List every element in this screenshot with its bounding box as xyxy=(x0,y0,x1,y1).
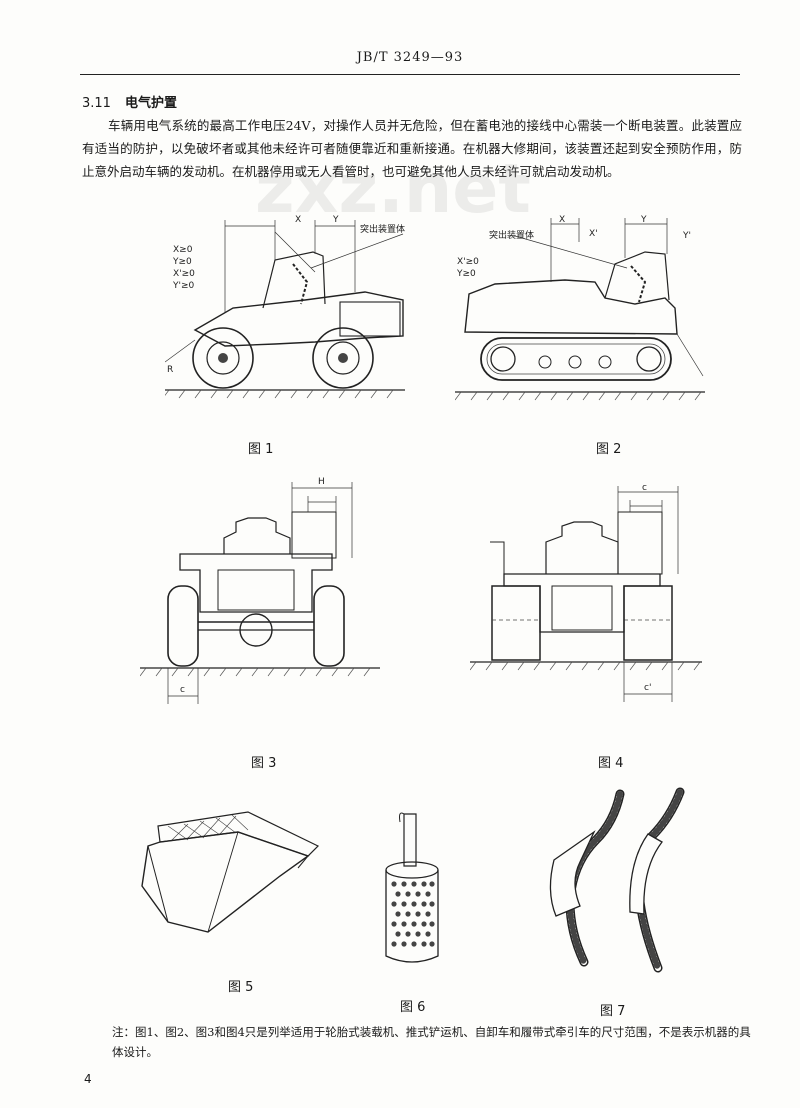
fig4-dim-c: c xyxy=(642,483,647,493)
figure-2-caption: 图 2 xyxy=(596,442,622,457)
watermark: zxz.net xyxy=(255,150,531,229)
figure-5-caption: 图 5 xyxy=(228,980,254,995)
figure-4-caption: 图 4 xyxy=(598,756,624,771)
fig2-dim-y-prime: Y' xyxy=(682,231,691,241)
fig2-dim-x: X xyxy=(559,215,565,225)
figure-3: H c xyxy=(140,472,380,712)
fig1-cond-1: X≥0 xyxy=(173,245,193,255)
fig1-dim-y: Y xyxy=(332,215,339,225)
figure-5 xyxy=(128,806,328,956)
figure-2: X Y X' Y' 突出装置体 X'≥0 Y≥0 xyxy=(455,212,705,412)
fig1-cond-4: Y'≥0 xyxy=(172,281,195,291)
fig1-dim-x: X xyxy=(295,215,301,225)
figure-1: X Y 突出装置体 X≥0 Y≥0 X'≥0 Y'≥0 R xyxy=(165,212,405,412)
header-rule xyxy=(80,74,740,75)
fig3-dim-h: H xyxy=(318,477,325,487)
page-number: 4 xyxy=(84,1072,92,1086)
fig1-cond-2: Y≥0 xyxy=(172,257,192,267)
fig2-cond-2: Y≥0 xyxy=(456,269,476,279)
fig4-dim-c-prime: c' xyxy=(644,683,651,693)
fig1-callout: 突出装置体 xyxy=(360,223,405,235)
section-number: 3.11 xyxy=(82,96,111,111)
figure-note: 注：图1、图2、图3和图4只是列举适用于轮胎式装载机、推式铲运机、自卸车和履带式… xyxy=(112,1025,751,1059)
fig3-dim-c: c xyxy=(180,685,185,695)
figure-3-caption: 图 3 xyxy=(251,756,277,771)
figure-7 xyxy=(540,782,700,982)
section-title: 电气护置 xyxy=(124,96,177,111)
fig1-cond-3: X'≥0 xyxy=(173,269,195,279)
fig2-dim-y: Y xyxy=(640,215,647,225)
figure-1-caption: 图 1 xyxy=(248,442,274,457)
figure-4: c c' xyxy=(470,482,710,712)
fig2-dim-x-prime: X' xyxy=(589,229,598,239)
fig1-point-r: R xyxy=(167,365,173,375)
standard-code-header: JB/T 3249—93 xyxy=(356,50,464,65)
figure-6-caption: 图 6 xyxy=(400,1000,426,1015)
figure-6 xyxy=(372,808,452,978)
fig2-callout: 突出装置体 xyxy=(489,229,534,241)
section-heading: 3.11 电气护置 xyxy=(82,92,177,111)
fig2-cond-1: X'≥0 xyxy=(457,257,479,267)
section-paragraph: 车辆用电气系统的最高工作电压24V，对操作人员并无危险，但在蓄电池的接线中心需装… xyxy=(82,118,742,179)
figure-7-caption: 图 7 xyxy=(600,1004,626,1019)
